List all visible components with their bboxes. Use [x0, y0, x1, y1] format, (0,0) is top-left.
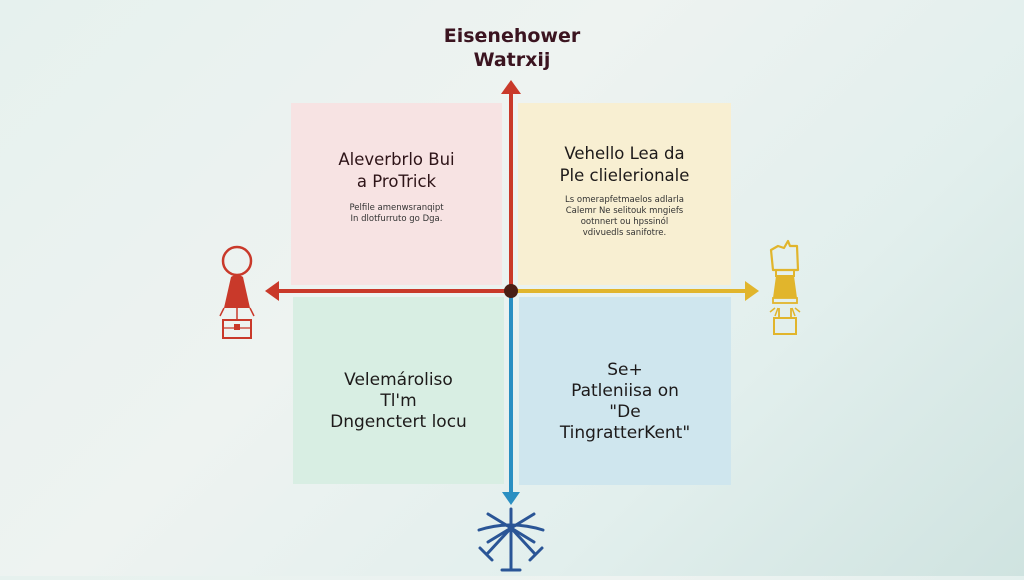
quadrant-top-left: Aleverbrlo Bui a ProTrick Pelfile amenws… [291, 103, 502, 285]
axis-origin-dot [504, 284, 518, 298]
quadrant-bottom-left: Velemároliso Tl'm Dngenctert locu [293, 297, 504, 484]
quadrant-heading: Se+ Patleniisa on "De TingratterKent" [559, 360, 691, 443]
asterisk-branch-icon [474, 504, 548, 576]
quadrant-description: Ls omerapfetmaelos adlarla Calemr Ne sel… [565, 195, 684, 238]
arrow-right-icon [745, 281, 759, 301]
quadrant-heading: Velemároliso Tl'm Dngenctert locu [330, 370, 467, 432]
person-yellow-icon [764, 236, 804, 340]
diagram-title: Eisenehower Watrxij [412, 24, 612, 72]
axis-right [511, 289, 747, 293]
title-line-1: Eisenehower [443, 25, 581, 47]
axis-down [509, 290, 513, 494]
arrow-left-icon [265, 281, 279, 301]
quadrant-top-right: Vehello Lea da Ple clielerionale Ls omer… [518, 103, 731, 285]
quadrant-description: Pelfile amenwsranqipt In dlotfurruto go … [349, 203, 444, 224]
arrow-down-icon [502, 492, 520, 505]
title-line-2: Watrxij [473, 49, 551, 71]
arrow-up-icon [501, 80, 521, 94]
person-red-icon [212, 240, 262, 344]
axis-up [509, 92, 513, 290]
quadrant-bottom-right: Se+ Patleniisa on "De TingratterKent" [519, 297, 731, 485]
axis-left [278, 289, 511, 293]
quadrant-heading: Vehello Lea da Ple clielerionale [559, 144, 690, 185]
quadrant-heading: Aleverbrlo Bui a ProTrick [338, 150, 455, 191]
